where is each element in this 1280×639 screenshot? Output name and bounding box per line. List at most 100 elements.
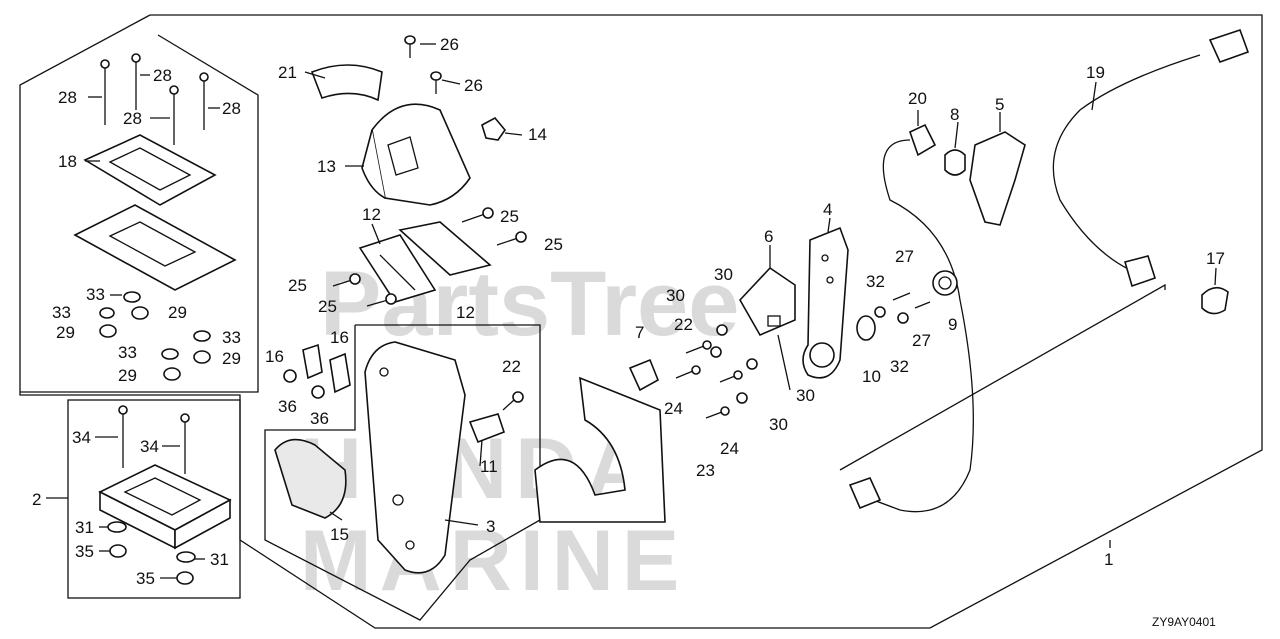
watermark-marine: MARINE (300, 513, 687, 609)
callout-2: 2 (32, 490, 41, 509)
harness-cable (859, 139, 974, 513)
callout-34b: 34 (140, 437, 159, 456)
callout-26a: 26 (440, 35, 459, 54)
part-13-housing (361, 103, 471, 206)
callout-29d: 29 (118, 366, 137, 385)
part-18-plate (83, 134, 217, 206)
gasket-sheet (534, 376, 666, 523)
kit-3-box (264, 324, 541, 621)
callout-30b: 30 (666, 286, 685, 305)
part-14-clip (481, 116, 507, 141)
callout-24b: 24 (720, 439, 739, 458)
part-3-plate (364, 341, 466, 574)
callout-34a: 34 (72, 428, 91, 447)
screws-nuts-22-24-30 (675, 324, 758, 419)
kit-18-box (20, 34, 259, 393)
callout-28d: 28 (222, 99, 241, 118)
callout-12a: 12 (362, 205, 381, 224)
callout-11: 11 (480, 457, 498, 476)
callout-29b: 29 (56, 323, 75, 342)
part-2-block (98, 464, 232, 550)
callout-33c: 33 (222, 328, 241, 347)
callout-20: 20 (908, 89, 927, 108)
nuts-washers-31-35 (107, 521, 196, 585)
callout-15: 15 (330, 525, 349, 544)
part-11-clip (468, 413, 506, 444)
parts-9-10-27-32 (856, 270, 958, 341)
callout-33d: 33 (118, 343, 137, 362)
bolts-34 (118, 405, 190, 474)
callout-1: 1 (1104, 550, 1113, 569)
callout-4: 4 (823, 200, 832, 219)
callout-29c: 29 (222, 349, 241, 368)
callout-8: 8 (950, 105, 959, 124)
callout-23: 23 (696, 461, 715, 480)
callout-9: 9 (948, 315, 957, 334)
callout-21: 21 (278, 63, 297, 82)
callout-36b: 36 (310, 409, 329, 428)
callout-5: 5 (995, 95, 1004, 114)
callout-29a: 29 (168, 303, 187, 322)
bolts-28 (100, 53, 209, 145)
part-20-connector (909, 123, 937, 157)
callout-31b: 31 (210, 550, 229, 569)
callout-10: 10 (862, 367, 881, 386)
part-6-cap (739, 266, 796, 391)
part-4-lever (802, 226, 849, 379)
callout-17: 17 (1206, 249, 1225, 268)
callout-30c: 30 (796, 386, 815, 405)
callout-35b: 35 (136, 569, 155, 588)
harness-plug (848, 477, 882, 510)
harness-plane (839, 283, 1166, 471)
callout-25c: 25 (288, 276, 307, 295)
callout-28a: 28 (58, 88, 77, 107)
callout-25a: 25 (500, 207, 519, 226)
part-17-plug (1201, 286, 1229, 315)
callout-33b: 33 (52, 303, 71, 322)
callout-16a: 16 (265, 347, 284, 366)
callout-28b: 28 (153, 66, 172, 85)
callout-31a: 31 (75, 518, 94, 537)
assembly-boundary (19, 14, 1263, 629)
part-7-insert (628, 358, 660, 392)
callout-30d: 30 (769, 415, 788, 434)
callout-7: 7 (635, 323, 644, 342)
screws-26 (404, 35, 442, 94)
callout-24a: 24 (664, 399, 683, 418)
callout-19: 19 (1086, 63, 1105, 82)
callout-22a: 22 (674, 315, 693, 334)
callout-32a: 32 (866, 272, 885, 291)
callout-25d: 25 (318, 297, 337, 316)
callout-26b: 26 (464, 76, 483, 95)
part-12-bracket (358, 221, 492, 303)
part-8-knob (944, 149, 966, 176)
callout-27b: 27 (912, 331, 931, 350)
callout-22b: 22 (502, 357, 521, 376)
callout-27a: 27 (895, 247, 914, 266)
part-19-cable (1052, 28, 1250, 288)
screws-25 (332, 207, 527, 307)
nuts-washers-29-33 (99, 291, 211, 381)
callout-18: 18 (58, 152, 77, 171)
diagram-code: ZY9AY0401 (1152, 615, 1216, 629)
callout-33a: 33 (86, 285, 105, 304)
callout-6: 6 (764, 227, 773, 246)
callout-16b: 16 (330, 328, 349, 347)
callout-labels: 1 2 3 4 5 7 8 9 10 11 12 12 13 14 15 16 … (32, 35, 1225, 588)
callout-30a: 30 (714, 265, 733, 284)
callout-25b: 25 (544, 235, 563, 254)
callout-14: 14 (528, 125, 547, 144)
part-5-handle (969, 131, 1026, 226)
callout-3: 3 (486, 517, 495, 536)
gasket-plate (73, 204, 237, 291)
callout-36a: 36 (278, 397, 297, 416)
part-21-strip (310, 64, 383, 102)
leader-lines (46, 43, 1217, 579)
parts-16-36-clips (283, 343, 351, 399)
callout-32b: 32 (890, 357, 909, 376)
kit-2-box (67, 399, 241, 599)
callout-12b: 12 (456, 303, 475, 322)
callout-13: 13 (317, 157, 336, 176)
callout-35a: 35 (75, 542, 94, 561)
